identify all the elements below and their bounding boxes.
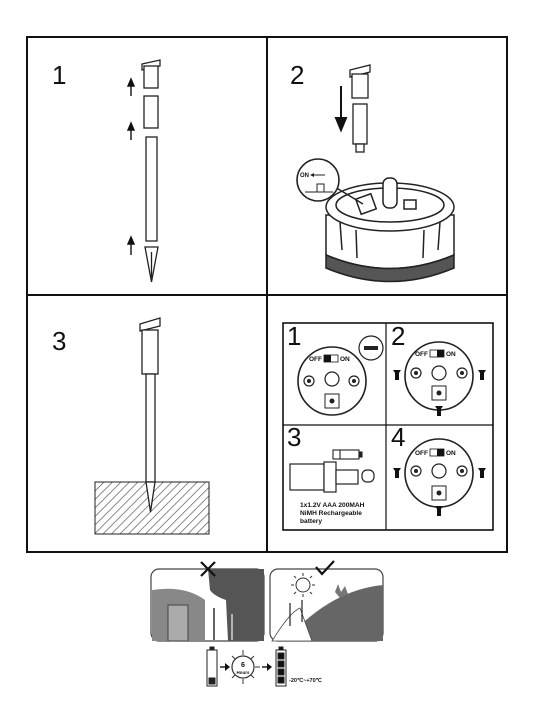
- battery-spec-line-2: NiMH Rechargeable: [300, 510, 362, 517]
- off-label: OFF: [415, 351, 428, 358]
- inset-step-4-number: 4: [391, 422, 405, 452]
- screw-icon: [478, 370, 486, 380]
- panel-1-assemble-stake: 1: [52, 59, 161, 283]
- down-arrow-icon: [334, 86, 348, 133]
- screw-icon: [435, 406, 443, 416]
- placement-guide: 6 Hours -20℃~+70℃: [150, 560, 384, 687]
- sun-hours-icon: 6 Hours: [231, 650, 260, 684]
- sun-icon: [291, 573, 315, 597]
- panel-4-battery-instructions: 1 OFF ON 2 OFF ON: [282, 321, 494, 531]
- sunny-placement-correct: [269, 560, 384, 642]
- assembled-stake: [139, 317, 161, 513]
- solar-light-body: [325, 177, 455, 283]
- inset-step-1-number: 1: [287, 321, 301, 351]
- screw-icon: [393, 468, 401, 478]
- inset-step-3-number: 3: [287, 422, 301, 452]
- inset-step-2-number: 2: [391, 321, 405, 351]
- charge-hours-value: 6: [241, 662, 245, 669]
- off-label: OFF: [309, 356, 322, 363]
- assembly-arrows: [126, 77, 136, 255]
- on-label: ON: [446, 450, 456, 457]
- battery-spec-line-3: battery: [300, 518, 322, 525]
- light-head-detached: [349, 64, 371, 153]
- panel-1-number: 1: [52, 60, 66, 90]
- panel-grid: [26, 36, 508, 553]
- panel-2-switch-on: 2 ON: [290, 60, 455, 283]
- temperature-range: -20℃~+70℃: [289, 677, 323, 684]
- inset-step-1: 1 OFF ON: [287, 321, 384, 416]
- charge-time-row: 6 Hours -20℃~+70℃: [206, 646, 323, 687]
- screw-icon: [478, 468, 486, 478]
- on-label: ON: [300, 173, 309, 179]
- battery-icon: [332, 449, 363, 460]
- empty-battery-icon: [206, 646, 218, 687]
- stake-exploded-view: [141, 59, 161, 283]
- switch-magnifier: ON: [296, 158, 364, 205]
- panel-3-number: 3: [52, 326, 66, 356]
- battery-compartment: [289, 461, 375, 493]
- screw-icon: [435, 506, 443, 516]
- on-label: ON: [340, 356, 350, 363]
- panel-2-number: 2: [290, 60, 304, 90]
- cross-icon: [200, 561, 216, 577]
- panel-3-insert-into-ground: 3: [52, 317, 210, 535]
- check-icon: [315, 560, 335, 576]
- charge-hours-unit: Hours: [236, 670, 249, 675]
- screw-icon: [393, 370, 401, 380]
- inset-step-2: 2 OFF ON: [391, 321, 486, 416]
- off-label: OFF: [415, 450, 428, 457]
- shaded-placement-wrong: [150, 561, 265, 642]
- full-battery-icon: [275, 646, 287, 687]
- on-label: ON: [446, 351, 456, 358]
- inset-step-3: 3 1x1.2V AAA 200MAH NiMH Rechargeable ba…: [287, 422, 375, 525]
- inset-step-4: 4 OFF ON: [391, 422, 486, 516]
- battery-spec-line-1: 1x1.2V AAA 200MAH: [300, 502, 365, 509]
